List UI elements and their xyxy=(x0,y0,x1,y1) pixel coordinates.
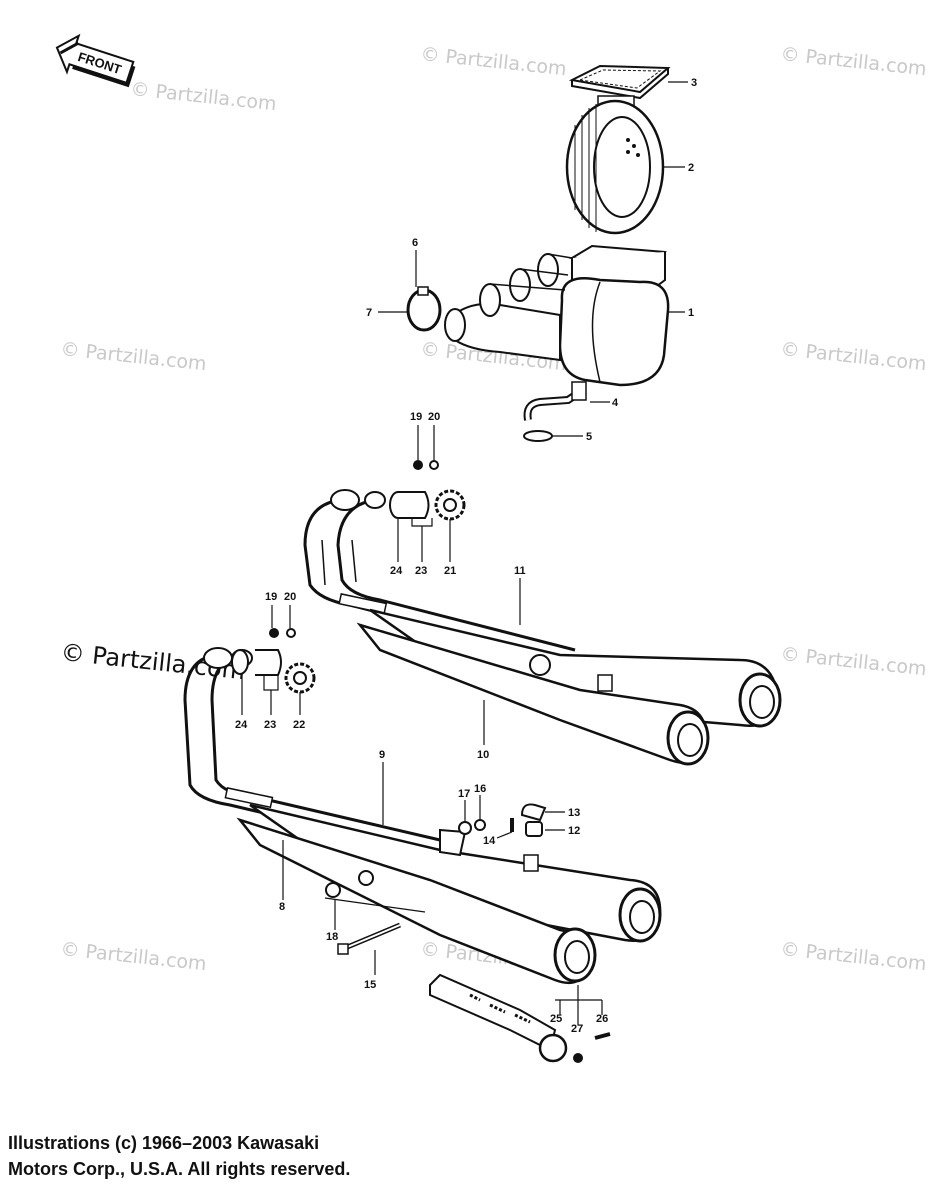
watermark: © Partzilla.com xyxy=(779,643,927,680)
callout-24: 24 xyxy=(235,719,248,731)
callout-13: 13 xyxy=(568,807,580,819)
callout-12: 12 xyxy=(568,825,580,837)
watermark: © Partzilla.com xyxy=(779,338,927,375)
front-arrow-icon: FRONT xyxy=(55,33,136,88)
callout-23: 23 xyxy=(415,565,427,577)
callout-22: 22 xyxy=(293,719,305,731)
callout-23: 23 xyxy=(264,719,276,731)
callout-24: 24 xyxy=(390,565,403,577)
callout-10: 10 xyxy=(477,749,489,761)
copyright-line-1: Illustrations (c) 1966–2003 Kawasaki xyxy=(8,1133,320,1153)
callout-27: 27 xyxy=(571,1023,583,1035)
callout-19: 19 xyxy=(410,411,422,423)
air-filter-element xyxy=(565,99,665,235)
watermark: © Partzilla.com xyxy=(779,43,927,80)
hose-clip xyxy=(523,430,553,442)
watermark: © Partzilla.com xyxy=(419,43,567,80)
callout-9: 9 xyxy=(379,749,385,761)
callout-20: 20 xyxy=(428,411,440,423)
callout-6: 6 xyxy=(412,237,418,249)
callout-1: 1 xyxy=(688,307,694,319)
watermark: © Partzilla.com xyxy=(59,938,207,975)
air-box xyxy=(444,244,670,387)
callout-labels: 1 2 3 4 5 6 7 8 9 10 11 12 13 14 15 16 1… xyxy=(235,77,697,1035)
watermark: © Partzilla.com xyxy=(129,78,277,115)
mounting-hardware xyxy=(325,803,547,955)
leader-lines xyxy=(241,81,688,1025)
watermark: © Partzilla.com xyxy=(779,938,927,975)
watermark: © Partzilla.com xyxy=(59,338,207,375)
callout-17: 17 xyxy=(458,788,470,800)
upper-muffler-assembly xyxy=(303,489,782,766)
callout-18: 18 xyxy=(326,931,338,943)
hose-clamp xyxy=(406,286,442,332)
callout-2: 2 xyxy=(688,162,694,174)
air-filter-cap xyxy=(568,64,671,107)
callout-16: 16 xyxy=(474,783,486,795)
upper-flange-parts xyxy=(389,460,466,521)
copyright-line-2: Motors Corp., U.S.A. All rights reserved… xyxy=(8,1159,351,1179)
silencer-insert xyxy=(429,973,611,1063)
callout-7: 7 xyxy=(366,307,372,319)
callout-11: 11 xyxy=(514,565,526,577)
callout-3: 3 xyxy=(691,77,697,89)
callout-25: 25 xyxy=(550,1013,562,1025)
callout-19: 19 xyxy=(265,591,277,603)
callout-20: 20 xyxy=(284,591,296,603)
callout-26: 26 xyxy=(596,1013,608,1025)
drain-hose xyxy=(523,381,587,421)
lower-muffler-assembly xyxy=(183,647,662,985)
callout-4: 4 xyxy=(612,397,619,409)
callout-21: 21 xyxy=(444,565,456,577)
callout-14: 14 xyxy=(483,835,496,847)
callout-8: 8 xyxy=(279,901,285,913)
copyright-notice: Illustrations (c) 1966–2003 Kawasaki Mot… xyxy=(8,1130,350,1182)
callout-5: 5 xyxy=(586,431,592,443)
callout-15: 15 xyxy=(364,979,376,991)
lower-flange-parts xyxy=(231,628,316,694)
